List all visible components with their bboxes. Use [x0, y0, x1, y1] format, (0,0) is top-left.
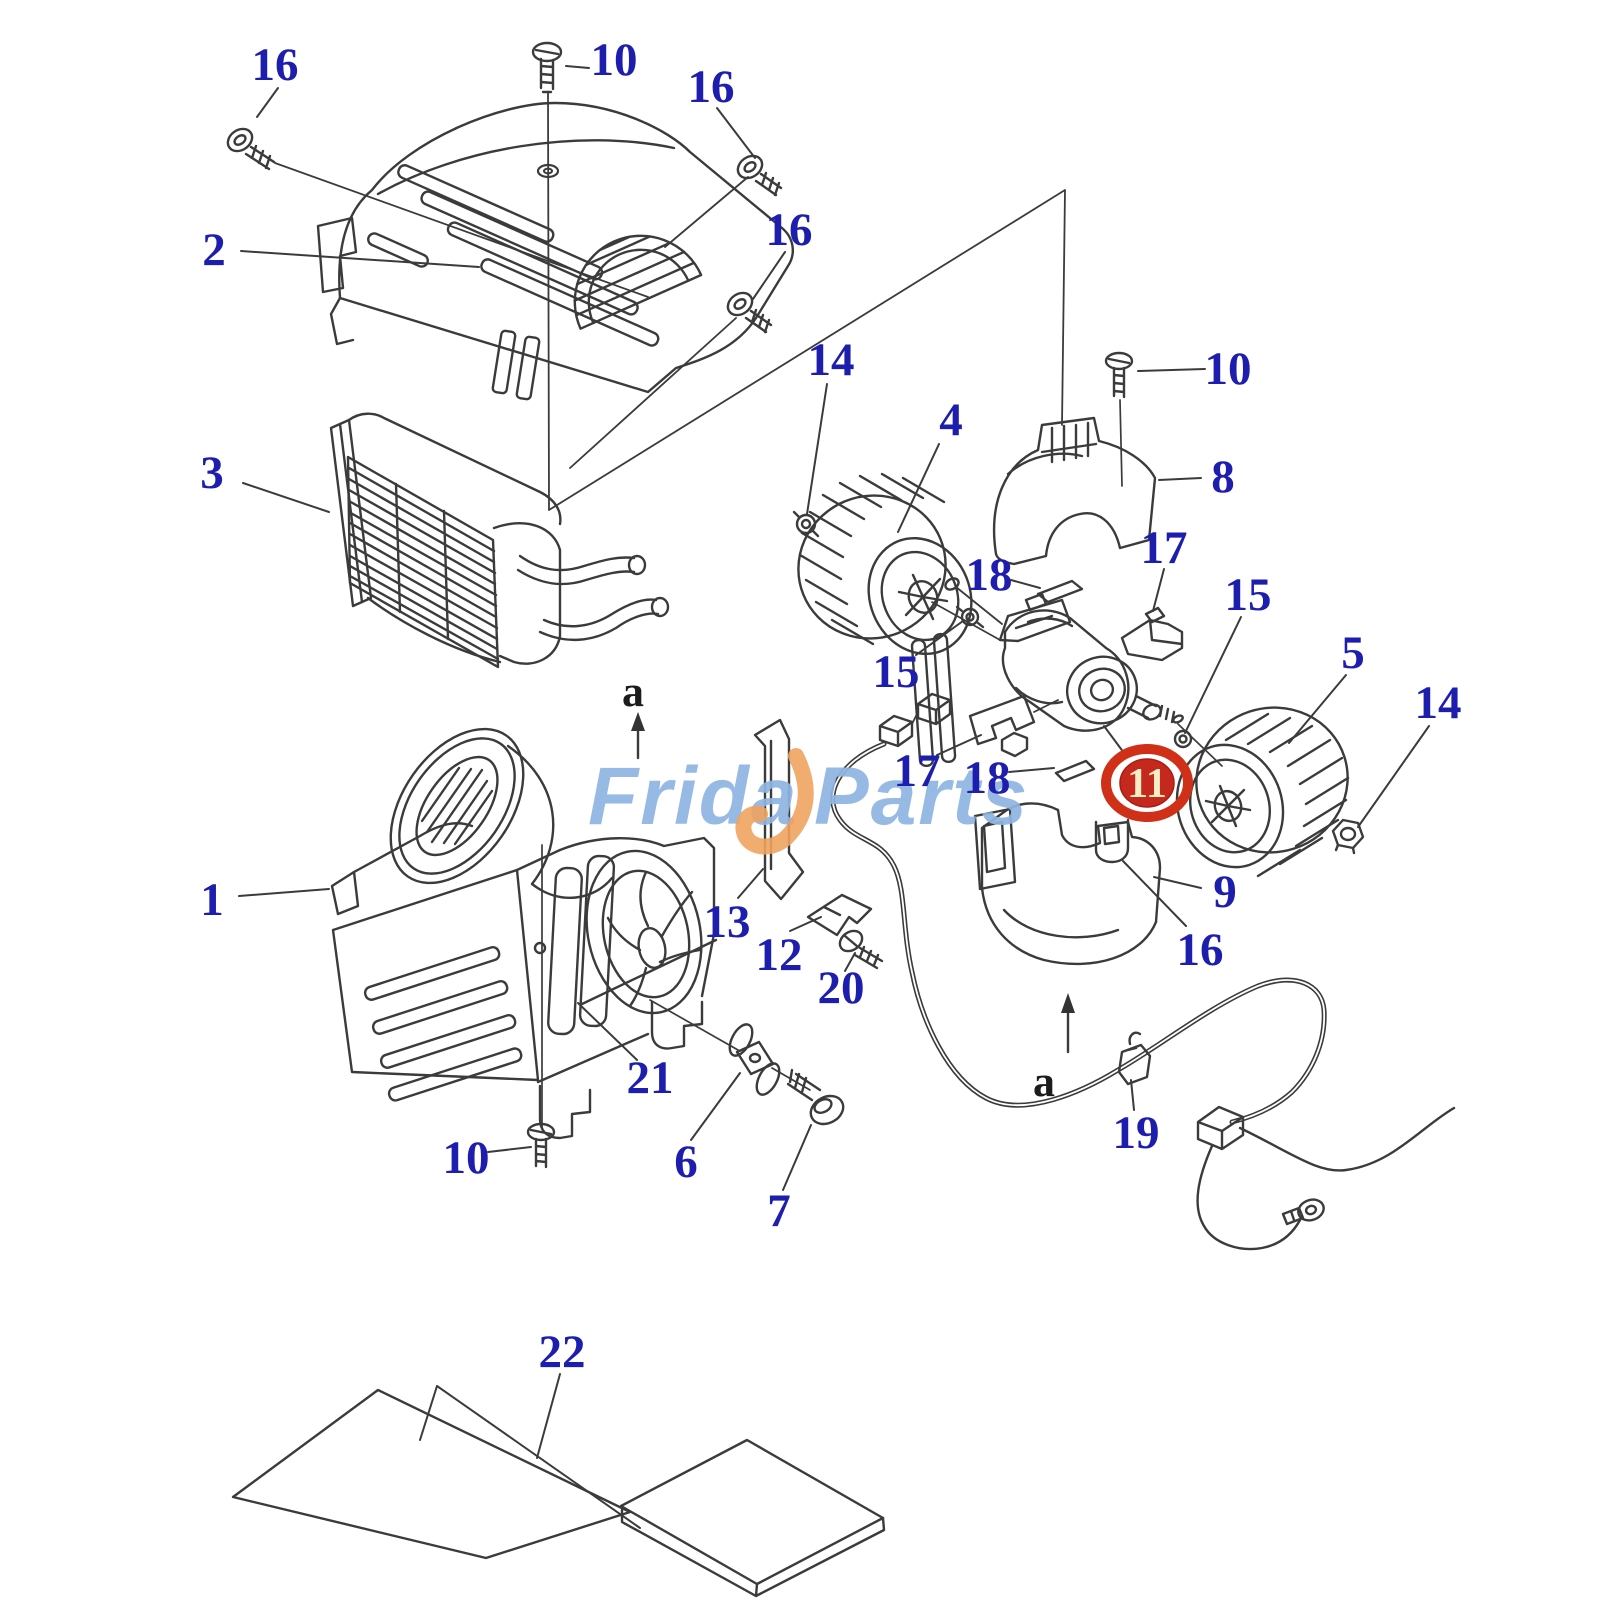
watermark-text-left: Frida	[588, 751, 798, 842]
wing-nut-part-6	[728, 1023, 781, 1096]
watermark-swoosh-icon	[735, 748, 814, 855]
callout-3: 3	[200, 447, 224, 499]
highlight-disc-icon	[1119, 758, 1175, 808]
leader-lines	[238, 65, 1430, 1459]
blower-wheel-part-5	[1175, 706, 1350, 878]
housing-part-1	[330, 727, 811, 1140]
cover-grille	[573, 234, 703, 330]
callout-21: 21	[627, 1052, 674, 1104]
bolt-16-top-left	[226, 127, 276, 171]
insulation-sheets-part-22	[231, 1385, 886, 1598]
callout-6: 6	[674, 1136, 698, 1188]
highlighted-callout-11: 11	[1101, 744, 1193, 822]
callout-8: 8	[1211, 451, 1235, 503]
highlight-ring-icon	[1101, 744, 1193, 822]
ring-terminal	[1281, 1198, 1325, 1226]
callout-18-a: 18	[966, 549, 1013, 601]
watermark-text-right: Parts	[814, 751, 1029, 842]
harness-connector-plug	[1196, 1105, 1245, 1151]
view-marker-a-top: a	[622, 667, 644, 716]
callout-7: 7	[767, 1185, 791, 1237]
callout-4: 4	[939, 394, 963, 446]
callout-17-b: 17	[894, 745, 941, 797]
callout-2: 2	[202, 224, 226, 276]
callout-labels: 16 10 16 16 2 3 14 4 10 8 17 18 15 5 14 …	[200, 34, 1461, 1378]
harness-cable	[830, 741, 1456, 1251]
screw-10-middle	[1104, 351, 1134, 487]
lower-cover-part-9	[973, 802, 1162, 966]
view-marker-a-bottom: a	[1033, 1057, 1055, 1106]
cut-plane	[274, 92, 1066, 511]
view-arrow-a-bottom	[1061, 993, 1075, 1054]
callout-19: 19	[1113, 1107, 1160, 1159]
callout-12: 12	[756, 929, 803, 981]
bolt-16-top-right	[736, 154, 783, 197]
callout-16-a: 16	[252, 39, 299, 91]
callout-20: 20	[818, 962, 865, 1014]
callout-16-b: 16	[688, 61, 735, 113]
callout-10-c: 10	[443, 1132, 490, 1184]
callout-15-a: 15	[873, 646, 920, 698]
top-cover-part-2	[316, 101, 794, 401]
nut-14-right	[1331, 818, 1365, 855]
motor-mount-strap	[910, 632, 957, 768]
bracket-part-12	[806, 893, 873, 937]
harness-connectors	[792, 510, 1193, 783]
callout-9: 9	[1213, 866, 1237, 918]
callout-17-a: 17	[1141, 522, 1188, 574]
heater-core-part-3	[329, 412, 670, 669]
callout-15-b: 15	[1225, 569, 1272, 621]
screw-20	[838, 929, 884, 970]
clamp-part-8	[992, 416, 1157, 566]
bolt-16-right	[726, 291, 773, 334]
callout-14-a: 14	[808, 334, 855, 386]
blower-wheel-part-4	[797, 472, 973, 656]
cable-clamp-part-19	[1117, 1031, 1152, 1086]
callout-22: 22	[539, 1326, 586, 1378]
callout-1: 1	[200, 874, 224, 926]
callout-16-d: 16	[1177, 924, 1224, 976]
view-arrow-a-top	[631, 712, 645, 760]
highlight-part-number: 11	[1127, 761, 1167, 807]
callout-10-b: 10	[1205, 343, 1252, 395]
callout-13: 13	[704, 896, 751, 948]
callout-18-b: 18	[964, 752, 1011, 804]
bolt-part-7	[786, 1068, 845, 1126]
watermark: Frida Parts	[588, 748, 1029, 855]
screw-10-top	[531, 41, 563, 94]
callout-10-a: 10	[591, 34, 638, 86]
callout-14-b: 14	[1415, 677, 1462, 729]
callout-16-c: 16	[766, 204, 813, 256]
callout-5: 5	[1341, 627, 1365, 679]
motor-part-11	[931, 577, 1223, 767]
